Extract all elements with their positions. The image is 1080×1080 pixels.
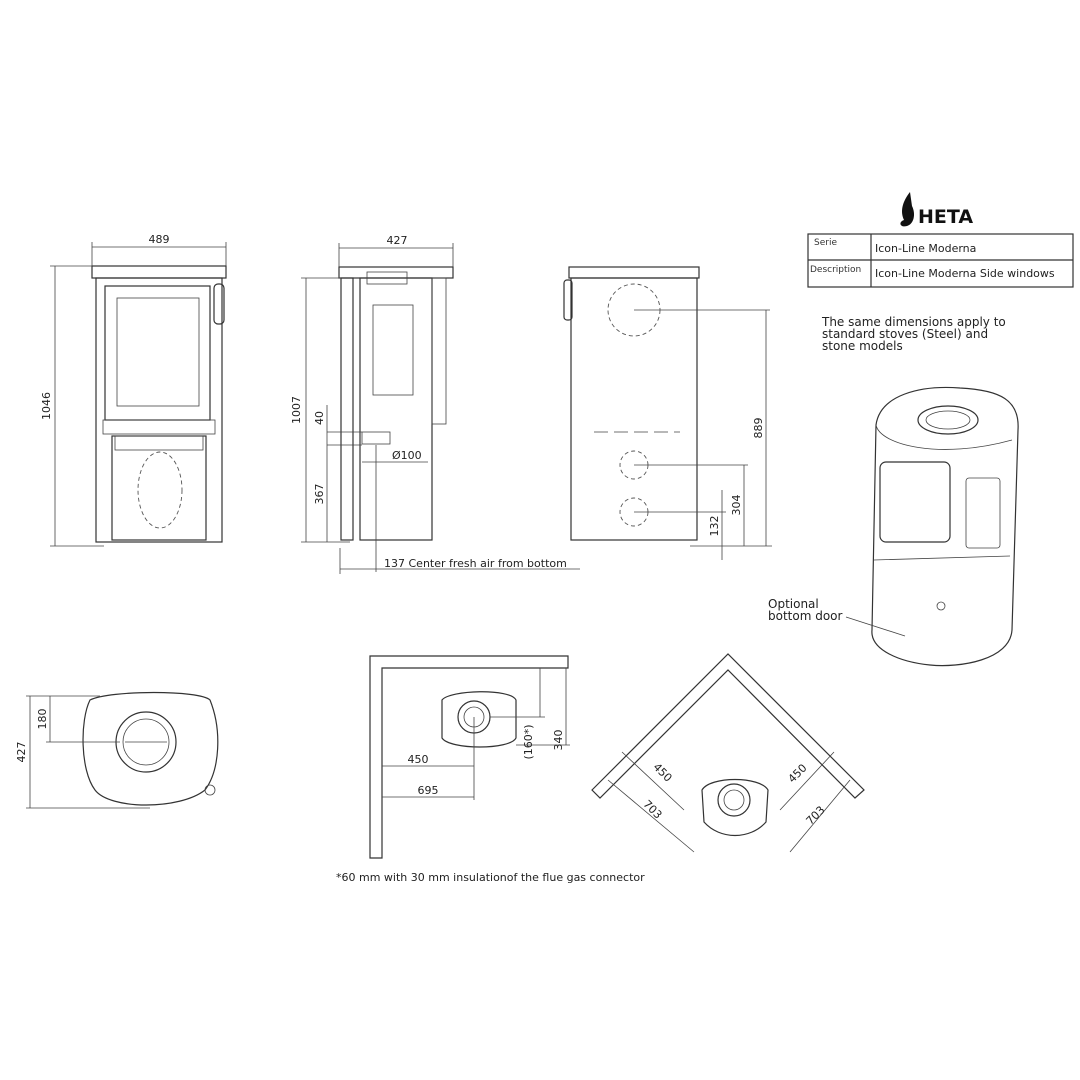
bottom-door-label: Optional — [768, 597, 819, 611]
footnote: *60 mm with 30 mm insulationof the flue … — [336, 871, 645, 884]
bottom-door-label: bottom door — [768, 609, 843, 623]
fresh-air-label: 137 Center fresh air from bottom — [384, 557, 567, 570]
corner-dim-703-right: 703 — [804, 804, 828, 828]
description-label: Description — [810, 265, 861, 275]
corner-dim-450-left: 450 — [650, 761, 674, 785]
flame-logo-icon — [900, 192, 915, 227]
note-line: The same dimensions apply to — [821, 315, 1006, 329]
front-width-dim: 489 — [149, 233, 170, 246]
top-view: 180 427 — [15, 691, 219, 809]
dim-427: 427 — [15, 742, 28, 763]
note-line: stone models — [822, 339, 903, 353]
diameter-dim: Ø100 — [392, 449, 422, 462]
dim-889: 889 — [752, 418, 765, 439]
corner-dim-703-left: 703 — [640, 798, 664, 822]
perspective-view: Optional bottom door — [768, 386, 1019, 667]
dim-450: 450 — [408, 753, 429, 766]
rear-view: 889 304 132 — [563, 266, 772, 560]
corner-installation-view: 450 703 450 703 — [591, 653, 865, 853]
dim-160: (160*) — [522, 724, 535, 759]
dim-695: 695 — [418, 784, 439, 797]
dim-40: 40 — [313, 411, 326, 425]
front-view: 489 1046 — [40, 233, 227, 547]
title-block: HETA Serie Icon-Line Moderna Description… — [807, 192, 1074, 353]
dim-180: 180 — [36, 709, 49, 730]
wall-installation-view: 450 695 (160*) 340 — [369, 655, 570, 859]
note-line: standard stoves (Steel) and — [822, 327, 988, 341]
front-height-dim: 1046 — [40, 392, 53, 420]
dim-367: 367 — [313, 484, 326, 505]
dim-132: 132 — [708, 516, 721, 537]
side-height-dim: 1007 — [290, 396, 303, 424]
serie-value: Icon-Line Moderna — [875, 242, 976, 255]
description-value: Icon-Line Moderna Side windows — [875, 267, 1055, 280]
side-depth-dim: 427 — [387, 234, 408, 247]
dim-304: 304 — [730, 495, 743, 516]
dim-340: 340 — [552, 730, 565, 751]
serie-label: Serie — [814, 238, 837, 248]
brand-logo: HETA — [918, 206, 973, 228]
side-view: 427 1007 40 367 Ø100 137 Center fresh ai… — [290, 234, 580, 574]
